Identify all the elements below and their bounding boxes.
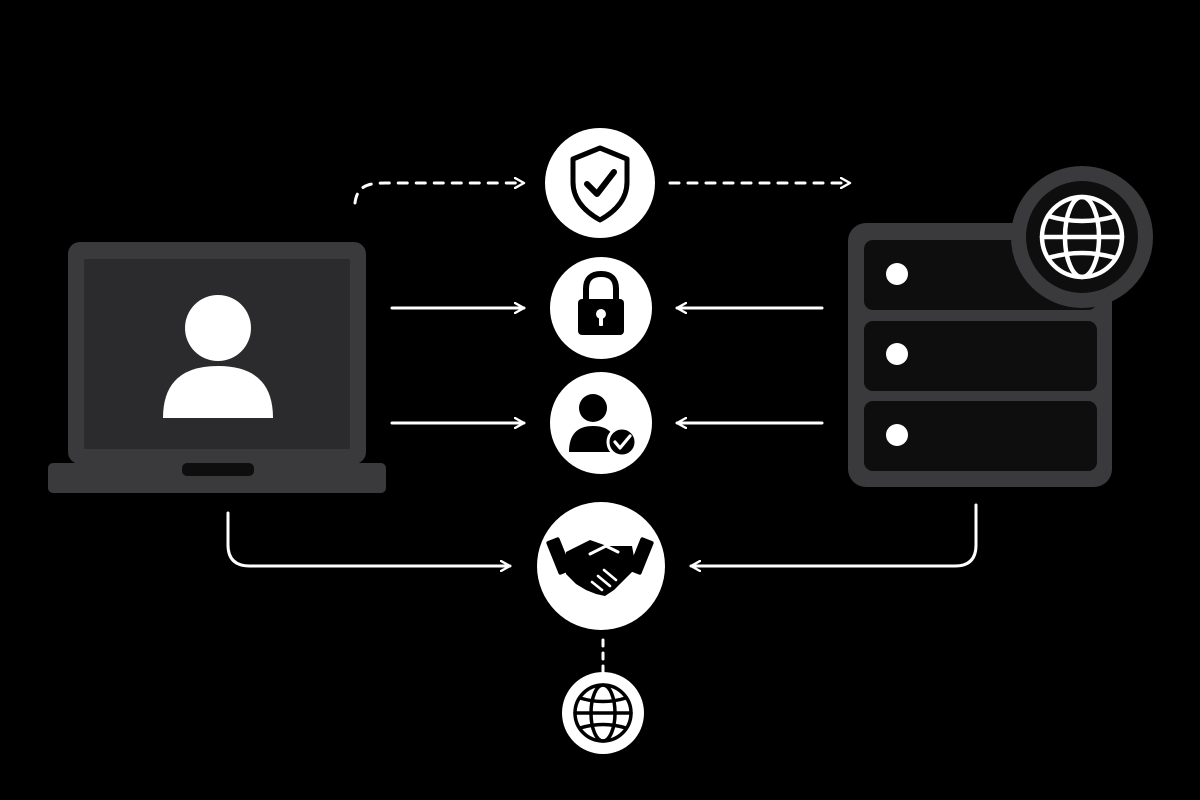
- server-unit-3: [864, 401, 1097, 471]
- handshake-node: [537, 502, 665, 630]
- handshake-icon: [546, 537, 654, 596]
- authentication-node: [550, 372, 652, 474]
- edge-client-to-handshake: [226, 511, 512, 566]
- server-unit-2: [864, 321, 1097, 391]
- server-globe-badge: [1011, 166, 1153, 308]
- padlock-icon: [578, 270, 624, 335]
- server-led-1: [886, 263, 908, 285]
- edge-client-to-security: [353, 183, 526, 205]
- security-node: [545, 128, 655, 238]
- laptop-base: [48, 463, 386, 493]
- laptop-notch: [182, 463, 254, 476]
- user-check-icon: [569, 394, 638, 458]
- client-laptop: [48, 242, 386, 493]
- globe-icon: [573, 683, 633, 743]
- server-rack: [848, 166, 1153, 487]
- server-led-2: [886, 343, 908, 365]
- shield-check-icon: [570, 145, 630, 223]
- user-icon: [163, 295, 273, 418]
- globe-icon: [1039, 194, 1125, 280]
- edge-server-to-handshake: [689, 503, 978, 566]
- server-led-3: [886, 424, 908, 446]
- encryption-node: [550, 257, 652, 359]
- internet-node: [562, 672, 644, 754]
